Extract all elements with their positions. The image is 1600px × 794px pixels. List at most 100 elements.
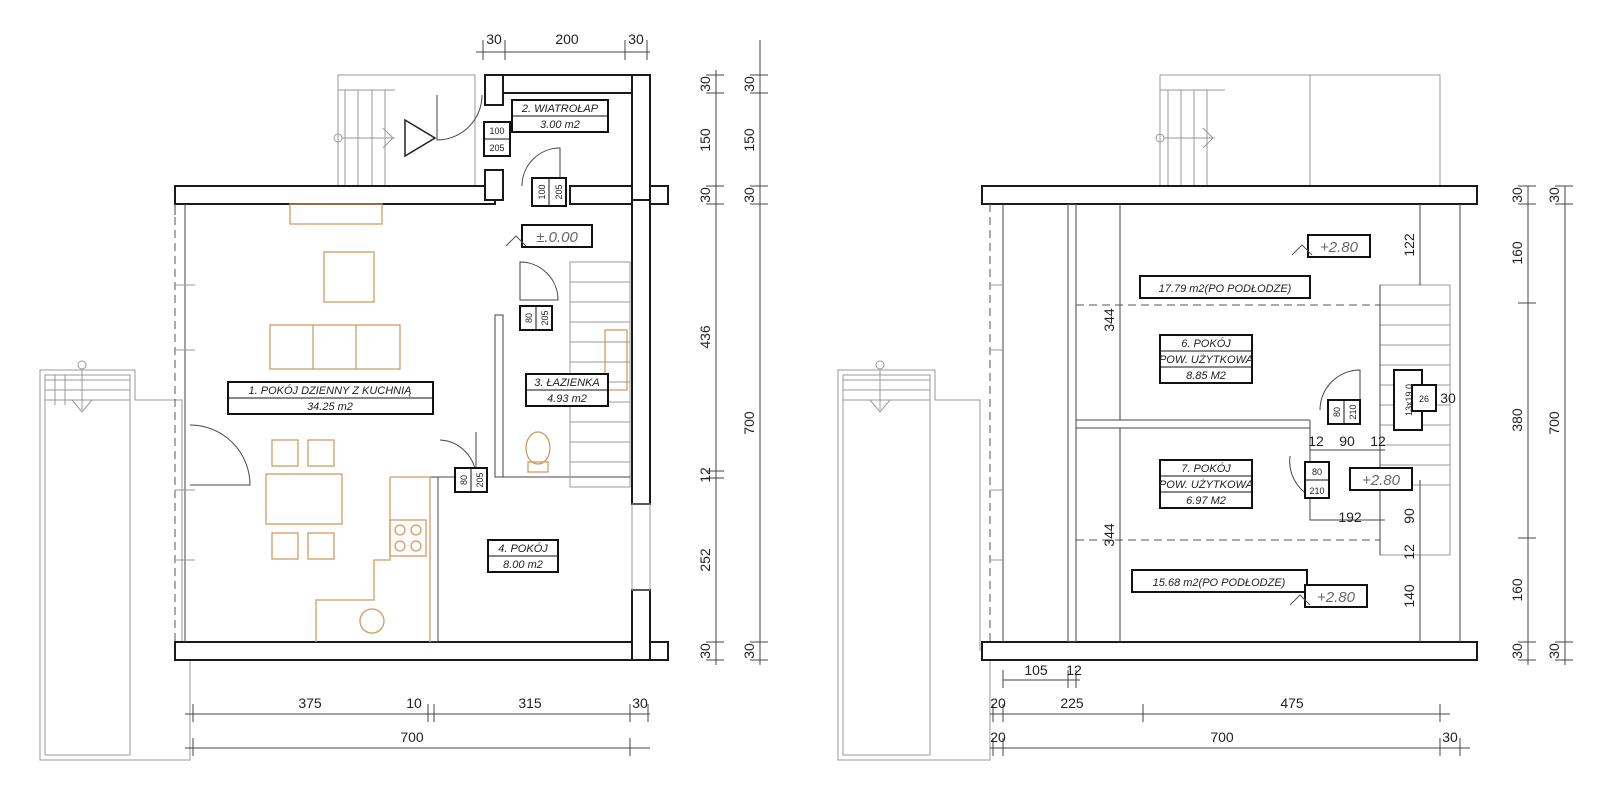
svg-text:315: 315 — [518, 695, 542, 711]
svg-text:80: 80 — [1312, 467, 1322, 477]
svg-text:225: 225 — [1060, 695, 1084, 711]
svg-text:700: 700 — [1546, 411, 1562, 435]
right-window — [631, 503, 651, 591]
stair-label-2: 26 — [1411, 384, 1437, 412]
dimension-bottom-0-upper: 105 12 — [1002, 662, 1082, 688]
svg-text:205: 205 — [540, 310, 550, 325]
room-area: 34.25 m2 — [307, 401, 353, 413]
svg-text:12: 12 — [1066, 662, 1082, 678]
svg-text:6.97 M2: 6.97 M2 — [1186, 495, 1226, 507]
chair — [307, 532, 335, 560]
room4-label: 4. POKÓJ 8.00 m2 — [487, 539, 559, 573]
room-name: 3. ŁAZIENKA — [534, 377, 599, 389]
svg-text:160: 160 — [1509, 241, 1525, 265]
wall-top-left — [174, 185, 496, 205]
sideboard — [289, 203, 383, 225]
room7-label: 7. POKÓJ POW. UŻYTKOWA 6.97 M2 — [1159, 459, 1253, 509]
room-name: 1. POKÓJ DZIENNY Z KUCHNIĄ — [249, 384, 412, 397]
svg-text:+2.80: +2.80 — [1320, 239, 1359, 256]
sofa — [269, 324, 401, 370]
svg-text:252: 252 — [697, 548, 713, 572]
svg-text:200: 200 — [555, 31, 579, 47]
entry-arrow-icon — [404, 118, 437, 158]
svg-text:30: 30 — [697, 643, 713, 659]
inner-dimensions: 122 344 344 12 90 12 30 192 90 12 140 — [1101, 204, 1456, 642]
svg-text:80: 80 — [524, 313, 534, 323]
svg-text:380: 380 — [1509, 408, 1525, 432]
chair — [271, 439, 299, 467]
entry-steps-upper — [1155, 89, 1225, 186]
svg-text:700: 700 — [1210, 729, 1234, 745]
entry-landing — [337, 74, 476, 185]
door-tag-bathroom: 80 205 — [519, 305, 553, 331]
entry-steps — [333, 89, 437, 185]
svg-text:436: 436 — [697, 325, 713, 349]
door-tag-room4: 80 205 — [454, 467, 488, 493]
level-marker-upper-1: +2.80 — [1291, 234, 1371, 258]
svg-text:30: 30 — [741, 643, 757, 659]
svg-text:90: 90 — [1339, 433, 1355, 449]
svg-text:12: 12 — [1308, 433, 1324, 449]
furniture — [265, 203, 628, 642]
svg-text:700: 700 — [741, 411, 757, 435]
svg-text:140: 140 — [1401, 584, 1417, 608]
svg-text:90: 90 — [1401, 508, 1417, 524]
svg-text:+2.80: +2.80 — [1362, 472, 1401, 489]
svg-text:±.0.00: ±.0.00 — [536, 229, 578, 246]
svg-text:30: 30 — [1509, 187, 1525, 203]
svg-text:30: 30 — [1546, 187, 1562, 203]
svg-text:80: 80 — [459, 475, 469, 485]
svg-text:205: 205 — [475, 472, 485, 487]
svg-text:205: 205 — [489, 143, 504, 153]
level-marker-ground: ±.0.00 — [505, 224, 593, 248]
svg-text:26: 26 — [1419, 394, 1429, 404]
svg-text:13x19.0: 13x19.0 — [1404, 384, 1414, 416]
svg-text:210: 210 — [1348, 404, 1358, 419]
svg-text:8.85 M2: 8.85 M2 — [1186, 370, 1226, 382]
wall-top-right — [569, 185, 669, 205]
left-windows — [175, 284, 195, 561]
svg-text:344: 344 — [1101, 523, 1117, 547]
wall-bottom — [174, 641, 669, 661]
svg-text:210: 210 — [1309, 486, 1324, 496]
svg-text:12: 12 — [1401, 544, 1417, 560]
svg-text:375: 375 — [298, 695, 322, 711]
svg-text:12: 12 — [697, 467, 713, 483]
toilet — [525, 431, 551, 465]
svg-text:10: 10 — [406, 695, 422, 711]
bath-wall-left — [494, 314, 504, 478]
svg-text:150: 150 — [697, 128, 713, 152]
bathtub — [604, 329, 628, 391]
floor-area-bottom: 15.68 m2(PO PODŁODZE) — [1131, 569, 1308, 593]
vestibule-wall-left-b — [484, 169, 504, 201]
svg-text:700: 700 — [400, 729, 424, 745]
svg-text:30: 30 — [1442, 729, 1458, 745]
dimension-bottom-1-upper: 20 225 475 — [990, 695, 1450, 722]
svg-text:+2.80: +2.80 — [1317, 589, 1356, 606]
knee-wall — [1067, 203, 1077, 643]
svg-text:30: 30 — [697, 187, 713, 203]
svg-text:POW. UŻYTKOWA: POW. UŻYTKOWA — [1159, 479, 1253, 491]
svg-text:80: 80 — [1332, 407, 1342, 417]
dimension-bottom-1: 375 10 315 30 — [185, 695, 650, 722]
dimension-right-outer: 30 150 30 700 30 — [741, 40, 768, 665]
vestibule-wall-top — [484, 74, 651, 94]
dimension-bottom-2-upper: 20 700 30 — [990, 729, 1470, 756]
dimension-bottom-2: 700 — [185, 729, 650, 756]
vestibule-wall-left-a — [484, 74, 504, 106]
svg-text:20: 20 — [990, 695, 1006, 711]
room-name: 2. WIATROŁAP — [521, 103, 599, 115]
sink — [359, 608, 385, 634]
floor-area-top: 17.79 m2(PO PODŁODZE) — [1139, 275, 1311, 299]
room-area: 3.00 m2 — [540, 119, 580, 131]
svg-text:POW. UŻYTKOWA: POW. UŻYTKOWA — [1159, 354, 1253, 366]
living-label: 1. POKÓJ DZIENNY Z KUCHNIĄ 34.25 m2 — [227, 381, 434, 415]
vestibule-label: 2. WIATROŁAP 3.00 m2 — [511, 99, 609, 133]
dimension-right-outer-upper: 30 700 30 — [1546, 185, 1573, 665]
svg-text:100: 100 — [537, 184, 547, 199]
room-name: 4. POKÓJ — [498, 542, 548, 555]
svg-text:30: 30 — [741, 76, 757, 92]
door-swing — [1319, 369, 1361, 411]
svg-text:105: 105 — [1024, 662, 1048, 678]
